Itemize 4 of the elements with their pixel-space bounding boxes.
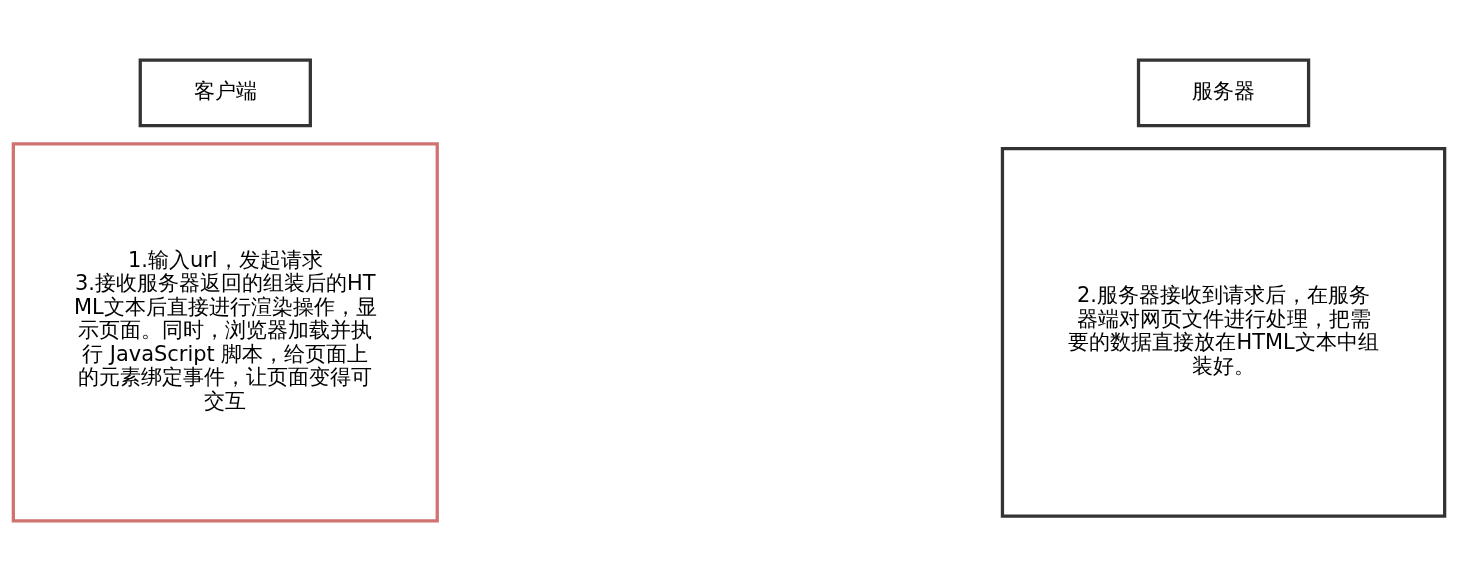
node-box: 1.输入url，发起请求 3.接收服务器返回的组装后的HTML文本后直接进行渲染操作，显示页面。同时，浏览器加载并执行 JavaScript 脚本，给页面上的元素绑定事件，让页面变得可交互	[11, 141, 439, 522]
node-box: 2.服务器接收到请求后，在服务器端对网页文件进行处理，把需要的数据直接放在HTML文本中组装好。	[1000, 146, 1447, 518]
node-box: 服务器	[1136, 58, 1311, 127]
node-box: 客户端	[138, 58, 312, 127]
